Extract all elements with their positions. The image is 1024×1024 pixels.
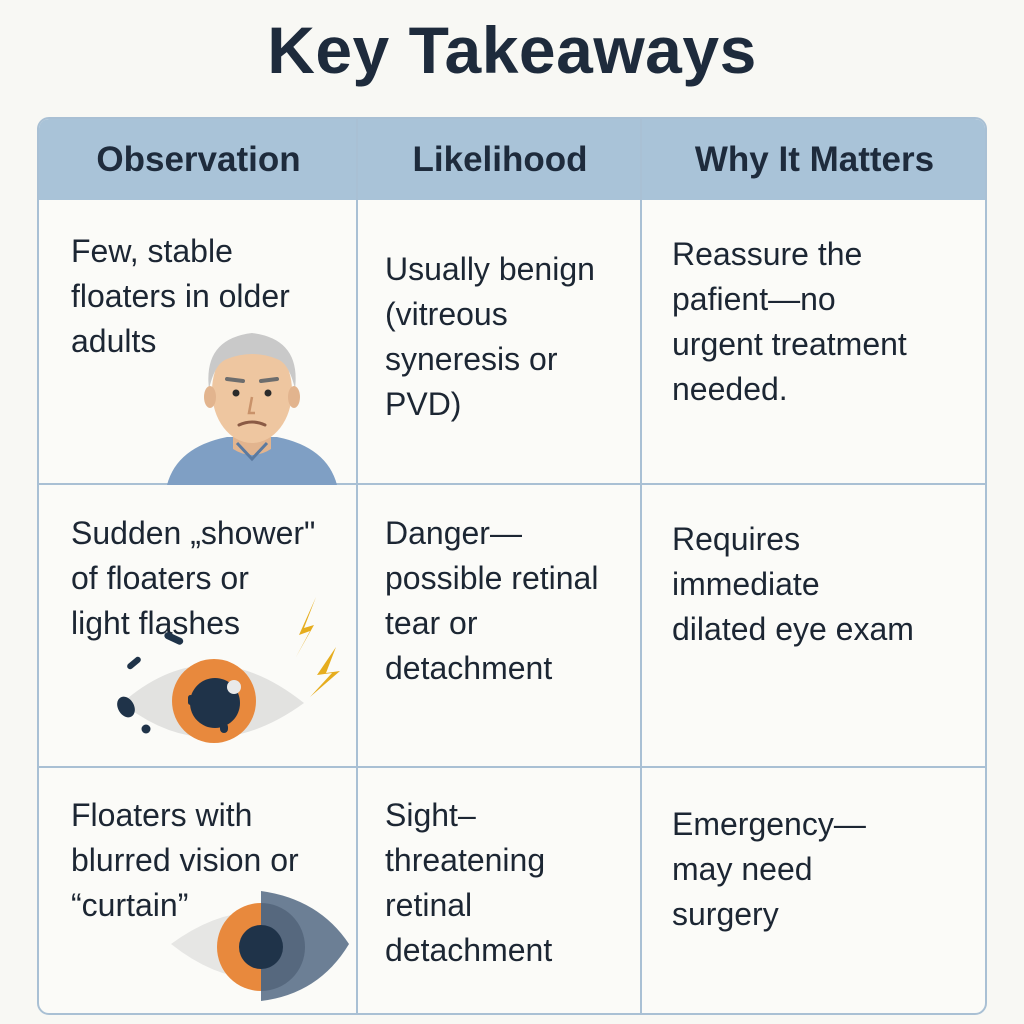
why-cell: Reassure the pafient—no urgent treatment… [672, 236, 907, 407]
older-adult-icon [167, 333, 337, 485]
likelihood-cell: Sight– threatening retinal detachment [385, 797, 553, 968]
row-divider [39, 483, 985, 485]
table-header: Observation Likelihood Why It Matters [39, 119, 985, 200]
eye-floaters-flashes-icon [117, 597, 340, 743]
row-divider [39, 766, 985, 768]
header-observation: Observation [96, 140, 301, 179]
likelihood-cell: Danger— possible retinal tear or detachm… [385, 515, 599, 686]
observation-cell: Sudden „shower" of floaters or light fla… [71, 515, 316, 641]
observation-cell: Floaters with blurred vision or “curtain… [71, 797, 299, 923]
why-cell: Requires immediate dilated eye exam [672, 521, 914, 647]
likelihood-cell: Usually benign (vitreous syneresis or PV… [385, 251, 595, 422]
column-divider [356, 119, 358, 1013]
eye-curtain-icon [171, 891, 349, 1001]
header-why-it-matters: Why It Matters [694, 140, 935, 179]
page-title: Key Takeaways [267, 13, 757, 87]
observation-cell: Few, stable floaters in older adults [71, 233, 290, 359]
column-divider [640, 119, 642, 1013]
takeaways-table: Observation Likelihood Why It Matters Fe… [37, 117, 987, 1015]
header-likelihood: Likelihood [412, 140, 588, 179]
why-cell: Emergency— may need surgery [672, 806, 866, 932]
